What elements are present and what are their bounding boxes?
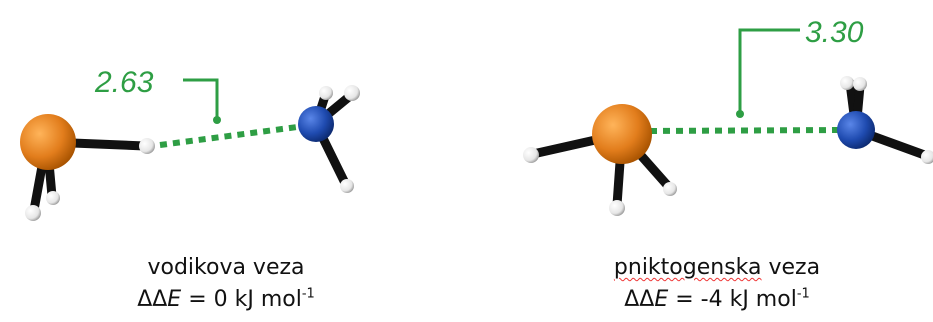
right-distance-label: 3.30 — [805, 16, 864, 49]
hydrogen-atom — [340, 179, 354, 193]
phosphorus-atom — [592, 104, 652, 164]
delta-delta-symbol: ΔΔ — [137, 287, 168, 312]
hydrogen-atom — [663, 182, 677, 196]
energy-variable: E — [654, 287, 669, 312]
left-caption-title: vodikova veza — [147, 255, 305, 280]
left-caption-energy: ΔΔE = 0 kJ mol-1 — [56, 284, 396, 316]
nitrogen-atom — [837, 111, 875, 149]
right-caption-word: veza — [761, 255, 821, 280]
energy-variable: E — [167, 287, 182, 312]
distance-leader-dot — [213, 116, 221, 124]
delta-delta-symbol: ΔΔ — [624, 287, 655, 312]
hydrogen-atom — [25, 205, 41, 221]
energy-exponent: -1 — [796, 286, 810, 302]
hydrogen-atom — [319, 86, 333, 100]
right-complex: 3.30 — [523, 16, 933, 216]
hydrogen-atom — [344, 85, 360, 101]
hydrogen-atom — [921, 150, 933, 164]
hydrogen-atom — [523, 147, 539, 163]
hydrogen-atom — [853, 77, 867, 91]
right-caption-title: pniktogenska veza — [547, 252, 887, 284]
energy-exponent: -1 — [301, 286, 315, 302]
energy-value: = 0 kJ mol — [181, 287, 302, 312]
hydrogen-bond-dotted-line — [159, 123, 306, 148]
pnictogen-bond-dotted-line — [649, 127, 839, 134]
hydrogen-atom — [609, 200, 625, 216]
hydrogen-atom — [139, 138, 155, 154]
right-caption-energy: ΔΔE = -4 kJ mol-1 — [547, 284, 887, 316]
phosphorus-atom — [20, 114, 76, 170]
nitrogen-atom — [298, 106, 334, 142]
right-caption: pniktogenska veza ΔΔE = -4 kJ mol-1 — [547, 252, 887, 316]
energy-value: = -4 kJ mol — [668, 287, 797, 312]
distance-leader-line — [183, 78, 219, 120]
distance-leader-dot — [736, 110, 744, 118]
hydrogen-atom — [46, 191, 60, 205]
distance-leader-line — [738, 28, 800, 114]
spellcheck-underlined-word: pniktogenska — [613, 255, 762, 280]
left-distance-label: 2.63 — [94, 66, 154, 99]
left-complex: 2.63 — [20, 66, 360, 221]
hydrogen-atom — [840, 76, 854, 90]
left-caption: vodikova veza ΔΔE = 0 kJ mol-1 — [56, 252, 396, 316]
